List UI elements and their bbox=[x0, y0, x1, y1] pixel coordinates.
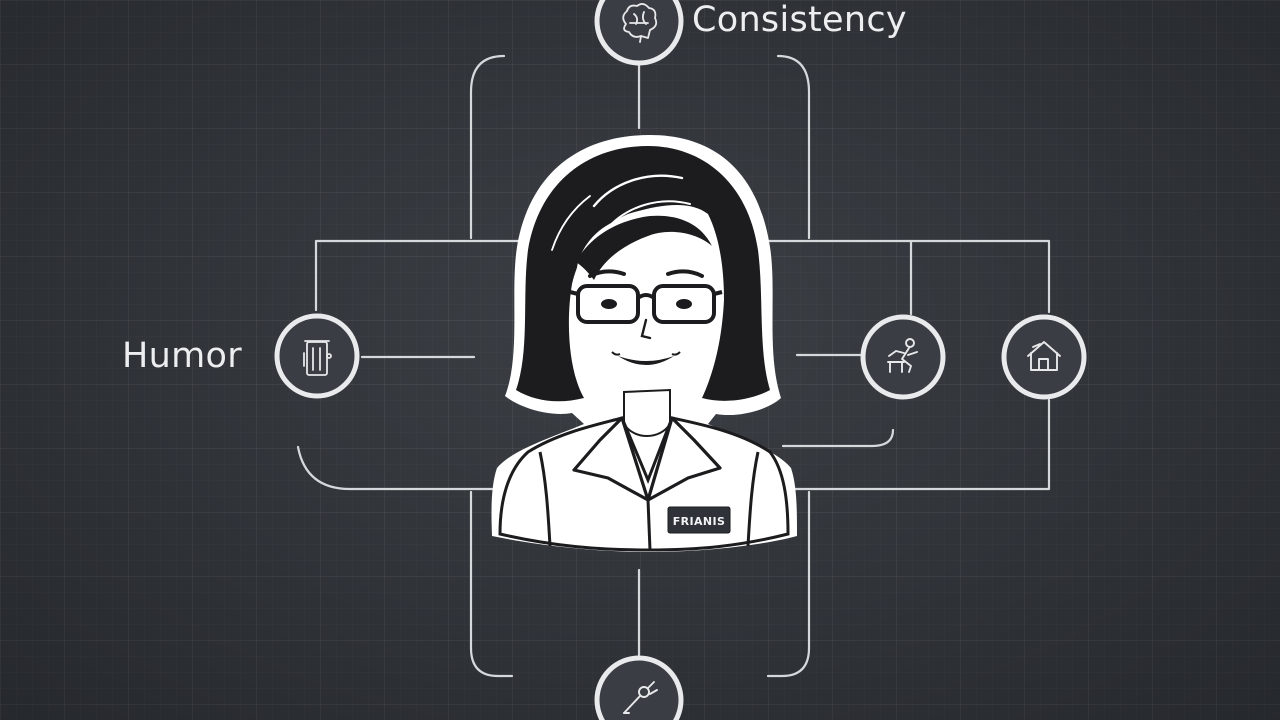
avatar-placket bbox=[646, 499, 652, 551]
avatar-nose bbox=[640, 318, 652, 340]
connector-bottom-left-leg bbox=[469, 490, 514, 678]
avatar-seam-right bbox=[746, 451, 760, 547]
connector-lower-right-curve bbox=[781, 428, 895, 448]
tool-icon bbox=[623, 681, 658, 714]
connector-top-right-bracket bbox=[776, 54, 811, 240]
lab-jar-icon bbox=[303, 340, 332, 376]
avatar-neck bbox=[623, 388, 671, 437]
avatar-fringe bbox=[576, 215, 712, 280]
avatar-mouth bbox=[618, 356, 674, 365]
hair-strand-1 bbox=[592, 174, 684, 208]
eyebrow-left bbox=[588, 269, 626, 278]
person-desk-icon bbox=[887, 338, 918, 373]
avatar-seam-left bbox=[538, 451, 552, 547]
hair-strand-3 bbox=[551, 195, 591, 251]
node-right-inner[interactable] bbox=[860, 314, 946, 400]
name-badge-text: FRIANIS bbox=[673, 515, 726, 528]
node-right-outer[interactable] bbox=[1001, 314, 1087, 400]
label-humor: Humor bbox=[122, 336, 242, 376]
avatar-dimple-right bbox=[671, 351, 681, 356]
eye-right bbox=[676, 299, 692, 309]
avatar-illustration: FRIANIS bbox=[491, 135, 797, 552]
name-badge: FRIANIS bbox=[667, 506, 731, 534]
node-bottom[interactable] bbox=[594, 655, 684, 720]
connector-top-left-bracket bbox=[469, 54, 506, 240]
glasses-icon bbox=[569, 284, 723, 324]
avatar-hair bbox=[516, 146, 770, 402]
connector-lines bbox=[296, 54, 1051, 678]
node-humor[interactable] bbox=[274, 313, 360, 399]
connector-right-outer-drop bbox=[773, 398, 1051, 491]
avatar-collar-right bbox=[646, 416, 722, 502]
brain-icon bbox=[622, 3, 658, 43]
eye-left bbox=[601, 299, 617, 309]
avatar-dimple-left bbox=[611, 351, 621, 356]
house-icon bbox=[1027, 341, 1061, 371]
eyebrow-right bbox=[666, 269, 704, 278]
avatar-collar-left bbox=[572, 416, 650, 502]
node-consistency[interactable] bbox=[594, 0, 684, 66]
connector-bottom-right-leg bbox=[766, 490, 811, 678]
connector-lower-left-curve bbox=[296, 445, 507, 491]
label-consistency: Consistency bbox=[692, 0, 907, 40]
